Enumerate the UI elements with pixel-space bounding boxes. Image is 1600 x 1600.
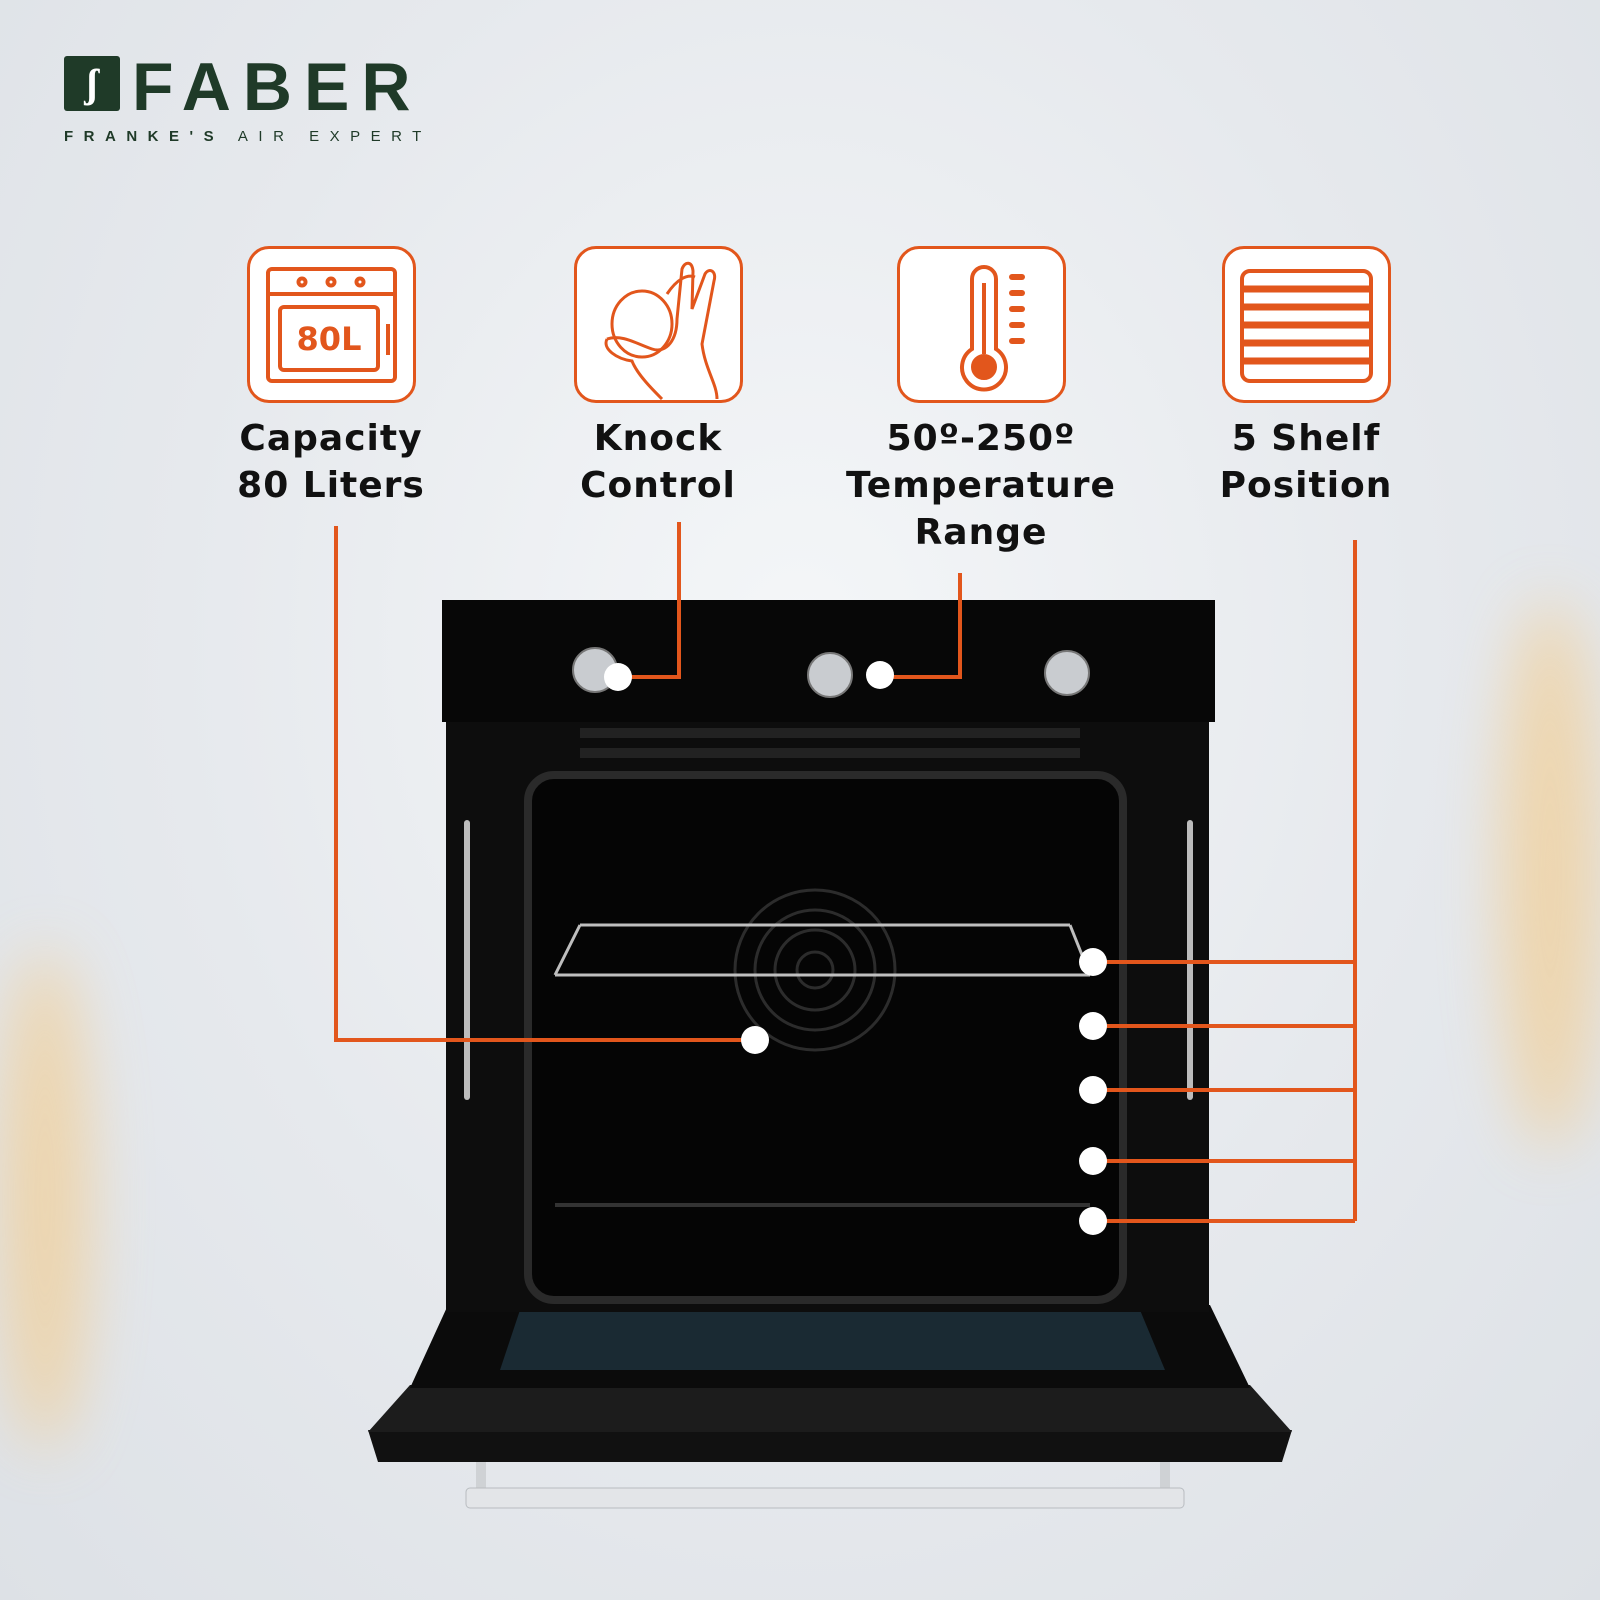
control-knobs bbox=[572, 647, 1090, 698]
capacity-icon-text: 80L bbox=[296, 320, 361, 358]
feature-temperature: 50º-250º Temperature Range bbox=[831, 246, 1131, 556]
door-glass bbox=[368, 1385, 1292, 1432]
callout-dot-temperature bbox=[866, 661, 894, 689]
brand-tagline: FRANKE'S AIR EXPERT bbox=[64, 128, 432, 145]
temperature-knob[interactable] bbox=[1044, 650, 1090, 696]
feature-label: 5 Shelf Position bbox=[1156, 415, 1456, 509]
feature-subtitle-2: Range bbox=[914, 512, 1048, 553]
oven-cavity bbox=[524, 771, 1127, 1304]
feature-title: 50º-250º bbox=[886, 418, 1076, 459]
callout-dot-shelf-5 bbox=[1079, 1207, 1107, 1235]
callout-dot-capacity bbox=[741, 1026, 769, 1054]
thermometer-icon bbox=[896, 246, 1066, 403]
feature-label: Knock Control bbox=[508, 415, 808, 509]
wire-rack bbox=[553, 923, 1092, 977]
feature-knock-control: Knock Control bbox=[508, 246, 808, 509]
door-window bbox=[500, 1310, 1165, 1370]
callout-line-capacity bbox=[334, 526, 755, 1042]
feature-shelf-position: 5 Shelf Position bbox=[1156, 246, 1456, 509]
background-glow-left bbox=[0, 950, 90, 1450]
callout-line-temperature bbox=[880, 573, 962, 679]
callout-line-knob bbox=[618, 522, 681, 679]
feature-subtitle: Temperature bbox=[846, 465, 1116, 506]
fan-guard bbox=[733, 888, 897, 1052]
callout-dot-knob bbox=[604, 663, 632, 691]
feature-title: 5 Shelf bbox=[1231, 418, 1381, 459]
feature-subtitle: Control bbox=[580, 465, 736, 506]
faber-logo-mark: ʃ bbox=[64, 56, 120, 111]
feature-subtitle: 80 Liters bbox=[237, 465, 425, 506]
door-glass-edge bbox=[368, 1430, 1292, 1462]
oven-capacity-icon: 80L bbox=[246, 246, 416, 403]
timer-knob[interactable] bbox=[807, 652, 853, 698]
oven-handle bbox=[465, 1455, 1185, 1509]
callout-dot-shelf-1 bbox=[1079, 948, 1107, 976]
brand-name: FABER bbox=[132, 49, 423, 125]
shelf-icon bbox=[1221, 246, 1391, 403]
callout-lines bbox=[334, 522, 1357, 1223]
hand-knob-icon bbox=[573, 246, 743, 403]
feature-label: Capacity 80 Liters bbox=[181, 415, 481, 509]
callout-dot-shelf-2 bbox=[1079, 1012, 1107, 1040]
feature-capacity: 80L Capacity 80 Liters bbox=[181, 246, 481, 509]
feature-label: 50º-250º Temperature Range bbox=[831, 415, 1131, 556]
feature-subtitle: Position bbox=[1219, 465, 1393, 506]
tagline-bold: FRANKE'S bbox=[64, 128, 225, 145]
callout-dots bbox=[604, 661, 1107, 1235]
background-glow-right bbox=[1500, 600, 1600, 1150]
callout-dot-shelf-4 bbox=[1079, 1147, 1107, 1175]
callout-dot-shelf-3 bbox=[1079, 1076, 1107, 1104]
feature-title: Knock bbox=[593, 418, 723, 459]
feature-title: Capacity bbox=[239, 418, 423, 459]
vents bbox=[580, 728, 1080, 758]
tagline-light: AIR EXPERT bbox=[237, 128, 432, 145]
